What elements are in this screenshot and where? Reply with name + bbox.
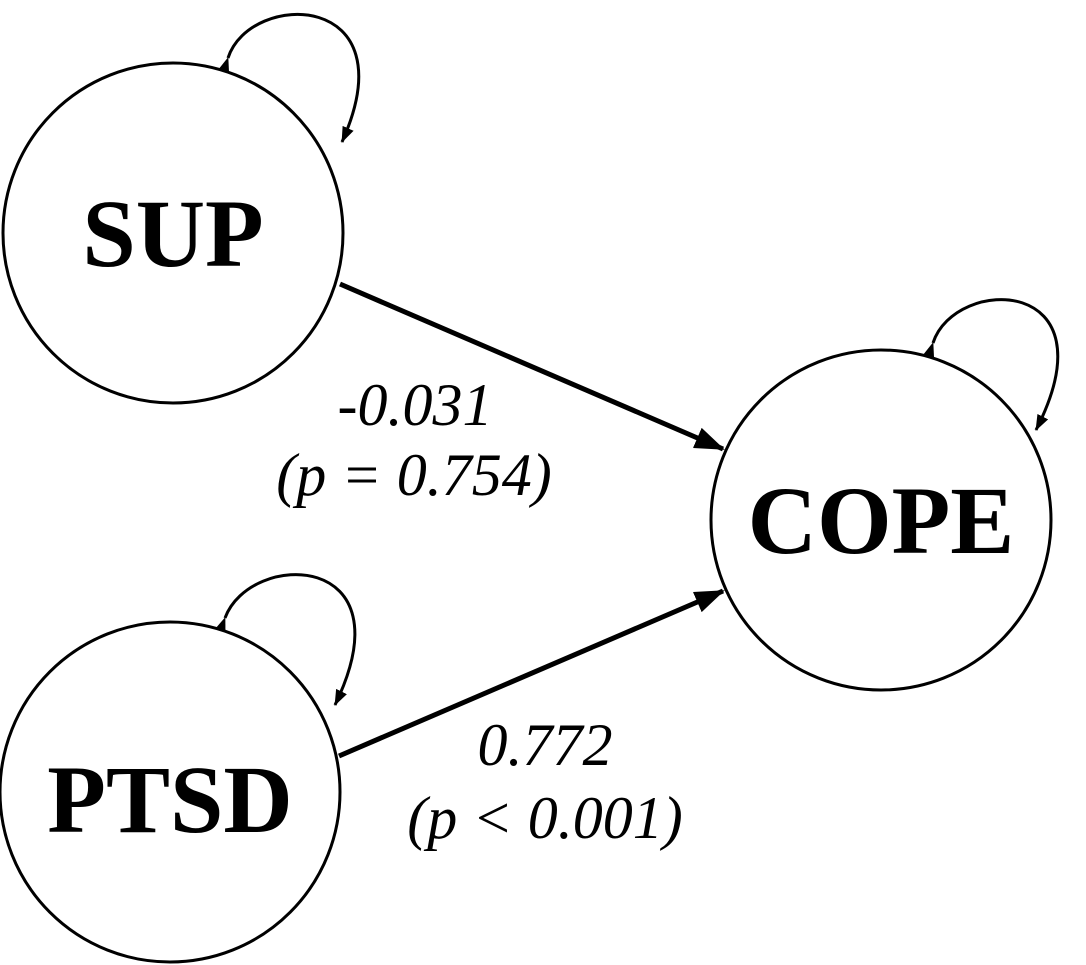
edge-ptsd-to-cope: [338, 588, 725, 759]
ptsd-self-loop: [214, 573, 357, 706]
sup-self-loop: [217, 12, 360, 143]
edge-sup-cope-p-value: (p = 0.754): [276, 442, 551, 508]
edge-ptsd-cope-p-value: (p < 0.001): [407, 785, 682, 851]
node-sup: SUP: [1, 61, 345, 405]
node-sup-label: SUP: [82, 180, 263, 287]
node-cope: COPE: [709, 348, 1053, 692]
node-cope-label: COPE: [748, 467, 1015, 574]
edge-sup-to-cope: [339, 281, 725, 452]
cope-self-loop: [922, 298, 1060, 431]
edge-sup-cope-coefficient: -0.031: [338, 372, 493, 438]
node-ptsd: PTSD: [0, 620, 342, 964]
node-ptsd-label: PTSD: [47, 746, 292, 853]
edge-ptsd-cope-coefficient: 0.772: [478, 712, 613, 778]
